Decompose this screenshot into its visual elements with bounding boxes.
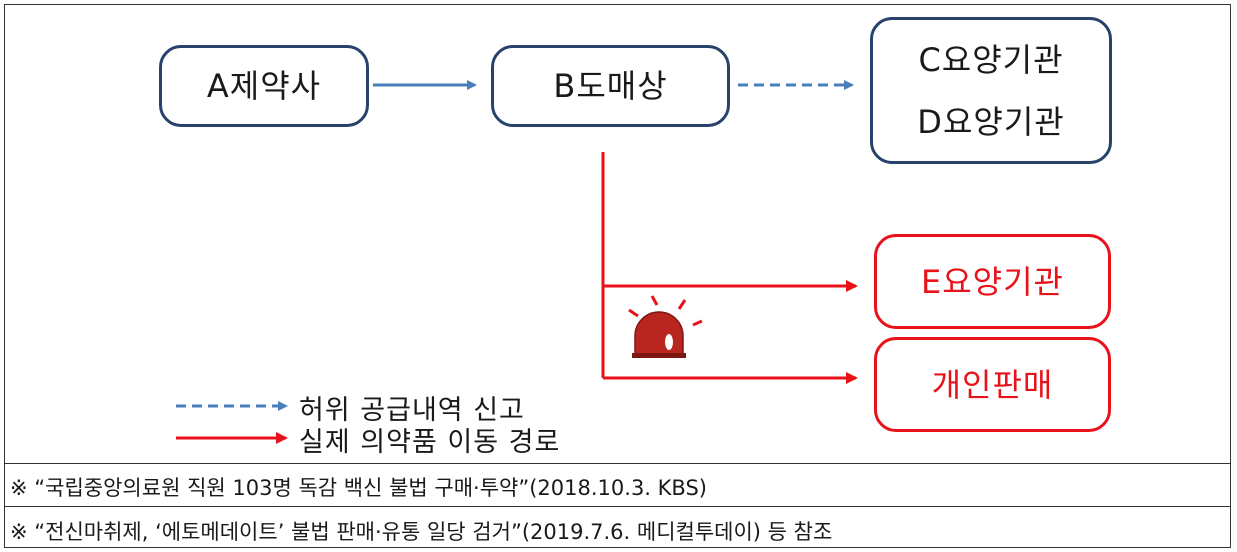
node-a-label: A제약사: [206, 67, 322, 105]
node-personal-sale: 개인판매: [874, 337, 1111, 432]
node-b-label: B도매상: [553, 67, 668, 105]
legend-dashed-label: 허위 공급내역 신고: [299, 395, 525, 426]
note-divider-middle: [4, 506, 1231, 507]
node-personal-label: 개인판매: [931, 365, 1054, 404]
source-note-2: ※ “전신마취제, ‘에토메데이트’ 불법 판매·유통 일당 검거”(2019.…: [10, 520, 833, 544]
node-c-label: C요양기관: [918, 40, 1064, 79]
node-a-pharma: A제약사: [159, 45, 369, 127]
node-e-institution: E요양기관: [874, 234, 1111, 329]
node-d-label: D요양기관: [917, 102, 1065, 141]
legend-solid-label: 실제 의약품 이동 경로: [299, 427, 561, 458]
figure-frame: [4, 4, 1231, 548]
note-divider-top: [4, 463, 1231, 464]
source-note-1: ※ “국립중앙의료원 직원 103명 독감 백신 불법 구매·투약”(2018.…: [10, 476, 707, 500]
node-e-label: E요양기관: [921, 262, 1064, 301]
siren-icon: [628, 295, 703, 358]
node-cd-institutions: C요양기관 D요양기관: [870, 17, 1112, 164]
node-b-wholesaler: B도매상: [491, 45, 730, 127]
